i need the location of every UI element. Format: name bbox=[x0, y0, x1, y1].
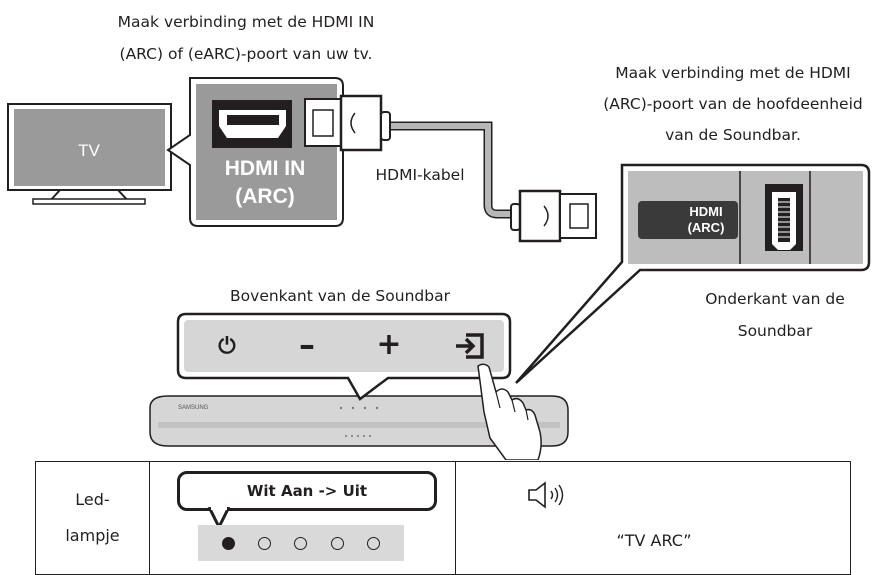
soundbar-logo: SAMSUNG bbox=[178, 405, 209, 411]
hdmi-cable bbox=[304, 94, 597, 243]
tv-port-caption-line2: (ARC) of (eARC)-poort van uw tv. bbox=[119, 45, 373, 63]
led-dot-4 bbox=[330, 536, 344, 550]
tv-port-label-line2: (ARC) bbox=[235, 185, 294, 208]
led-dot-5 bbox=[367, 536, 381, 550]
hdmi-connector-tv bbox=[304, 94, 391, 152]
tv-port-label-line1: HDMI IN bbox=[225, 157, 306, 180]
led-dot-2 bbox=[258, 536, 272, 550]
tv-label: TV bbox=[78, 141, 100, 160]
led-row-header-line1: Led- bbox=[75, 490, 110, 509]
hdmi-connector-soundbar bbox=[510, 189, 597, 243]
tv: TV bbox=[7, 103, 172, 205]
top-control-panel-callout bbox=[176, 312, 512, 401]
soundbar-port-label-line2: (ARC) bbox=[688, 220, 725, 235]
soundbar-port-caption-line3: van de Soundbar. bbox=[665, 126, 801, 144]
volume-up-icon: + bbox=[376, 326, 402, 362]
power-icon: ⏻ bbox=[218, 333, 236, 359]
soundbar-port-callout: HDMI (ARC) bbox=[515, 163, 871, 384]
led-row-header: Led- lampje bbox=[35, 461, 150, 575]
led-dot-3 bbox=[294, 536, 308, 550]
soundbar-port-caption-line1: Maak verbinding met de HDMI bbox=[615, 64, 851, 82]
tv-port-caption-line1: Maak verbinding met de HDMI IN bbox=[117, 13, 375, 31]
hdmi-cable-label: HDMI-kabel bbox=[375, 166, 465, 184]
bottom-panel-label-line2: Soundbar bbox=[737, 322, 813, 340]
volume-down-icon: – bbox=[299, 326, 315, 364]
speaker-icon bbox=[528, 481, 564, 509]
led-state-callout: Wit Aan -> Uit bbox=[177, 471, 437, 511]
voice-prompt-text: “TV ARC” bbox=[616, 531, 692, 550]
soundbar-port-label-line1: HDMI bbox=[689, 204, 722, 219]
soundbar-hdmi-port-icon bbox=[765, 184, 803, 251]
led-state-text: Wit Aan -> Uit bbox=[246, 482, 368, 500]
hand-icon bbox=[477, 363, 542, 460]
volume-up-button[interactable]: + bbox=[373, 326, 405, 362]
bottom-panel-label-line1: Onderkant van de bbox=[705, 290, 845, 308]
led-status-table: Led- lampje bbox=[35, 461, 851, 575]
led-row-header-line2: lampje bbox=[65, 526, 120, 545]
tv-hdmi-port-icon bbox=[212, 100, 292, 148]
led-indicator-bar bbox=[198, 525, 404, 561]
tv-screen bbox=[14, 109, 165, 186]
power-button[interactable]: ⏻ bbox=[212, 331, 242, 361]
soundbar-port-caption-line2: (ARC)-poort van de hoofdeenheid bbox=[603, 95, 863, 113]
tv-port-callout: HDMI IN (ARC) bbox=[166, 77, 344, 227]
led-dot-1 bbox=[221, 536, 235, 550]
volume-down-button[interactable]: – bbox=[291, 326, 323, 364]
source-button[interactable] bbox=[452, 328, 488, 364]
source-input-icon bbox=[456, 333, 484, 359]
top-panel-label: Bovenkant van de Soundbar bbox=[230, 287, 450, 305]
connection-diagram: TV HDMI IN (ARC) bbox=[7, 77, 871, 460]
voice-prompt-cell bbox=[455, 461, 851, 575]
